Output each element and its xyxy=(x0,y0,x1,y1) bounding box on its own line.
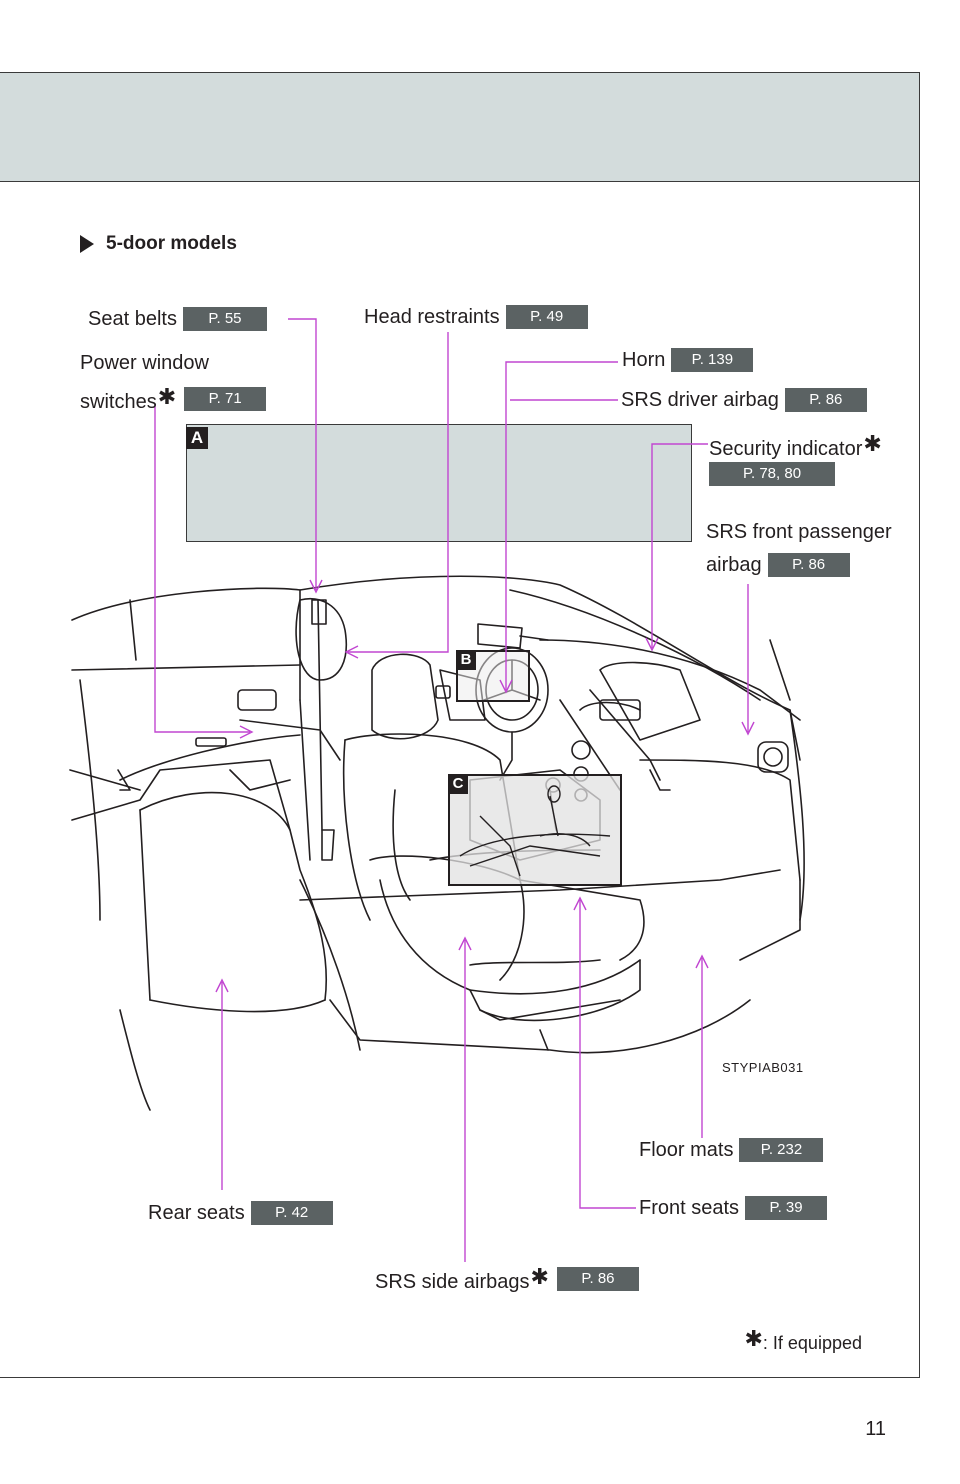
arrow-horn xyxy=(499,679,513,694)
callout-head-restraints: Head restraints P. 49 xyxy=(364,305,588,329)
page-badge-head-restraints[interactable]: P. 49 xyxy=(505,305,588,329)
marker-c: C xyxy=(448,774,468,794)
arrow-srs-side xyxy=(458,936,472,951)
callout-srs-side-airbags: SRS side airbags✱ P. 86 xyxy=(375,1264,639,1294)
arrow-floor-mats xyxy=(695,954,709,969)
page-badge-power-window[interactable]: P. 71 xyxy=(184,387,267,411)
label-power-window-line1: Power window xyxy=(80,352,209,374)
arrow-security xyxy=(645,637,659,652)
page-badge-horn[interactable]: P. 139 xyxy=(671,348,754,372)
asterisk-icon: ✱ xyxy=(530,1264,549,1289)
page-number: 11 xyxy=(865,1418,886,1440)
arrow-srs-passenger xyxy=(741,721,755,736)
label-srs-front-passenger-line1: SRS front passenger xyxy=(706,521,892,543)
page-badge-srs-front-passenger[interactable]: P. 86 xyxy=(767,553,850,577)
arrow-front-seats xyxy=(573,896,587,911)
arrow-power-window xyxy=(239,725,254,739)
page-badge-seat-belts[interactable]: P. 55 xyxy=(182,307,267,331)
leader-head-restraints xyxy=(348,332,449,653)
inset-c xyxy=(448,774,622,886)
callout-seat-belts: Seat belts P. 55 xyxy=(88,307,267,331)
page-badge-srs-side-airbags[interactable]: P. 86 xyxy=(556,1267,639,1291)
marker-b: B xyxy=(456,650,476,670)
asterisk-icon: ✱ xyxy=(863,431,882,456)
callout-srs-front-passenger: airbag P. 86 xyxy=(706,553,850,577)
asterisk-icon: ✱ xyxy=(744,1326,763,1351)
header-band xyxy=(0,72,920,182)
console-detail-illustration xyxy=(459,785,611,877)
play-triangle-icon xyxy=(80,235,94,253)
section-title: 5-door models xyxy=(80,231,237,257)
leader-seat-belts xyxy=(288,318,317,590)
page-frame xyxy=(0,72,920,1378)
callout-rear-seats: Rear seats P. 42 xyxy=(148,1201,333,1225)
callout-front-seats: Front seats P. 39 xyxy=(639,1196,828,1220)
callout-floor-mats: Floor mats P. 232 xyxy=(639,1138,824,1162)
page-badge-rear-seats[interactable]: P. 42 xyxy=(250,1201,333,1225)
inset-a-placeholder xyxy=(186,424,692,542)
leader-power-window xyxy=(154,404,250,733)
leader-security xyxy=(651,443,708,648)
arrow-rear-seats xyxy=(215,978,229,993)
asterisk-icon: ✱ xyxy=(157,384,177,409)
leader-horn xyxy=(505,361,618,690)
marker-a: A xyxy=(186,427,208,449)
page-badge-front-seats[interactable]: P. 39 xyxy=(745,1196,828,1220)
callout-power-window: switches✱ P. 71 xyxy=(80,384,267,414)
arrow-head-restraints xyxy=(344,645,359,659)
image-code: STYPIAB031 xyxy=(722,1060,804,1075)
footnote: ✱: If equipped xyxy=(744,1326,862,1353)
page-badge-srs-driver-airbag[interactable]: P. 86 xyxy=(784,388,867,412)
page-badge-floor-mats[interactable]: P. 232 xyxy=(739,1138,824,1162)
leader-front-seats xyxy=(579,900,636,1209)
callout-horn: Horn P. 139 xyxy=(622,348,754,372)
arrow-seat-belts xyxy=(309,579,323,594)
page-badge-security-indicator[interactable]: P. 78, 80 xyxy=(709,462,835,486)
label-security-indicator: Security indicator✱ xyxy=(709,431,882,460)
callout-srs-driver-airbag: SRS driver airbag P. 86 xyxy=(621,388,867,412)
